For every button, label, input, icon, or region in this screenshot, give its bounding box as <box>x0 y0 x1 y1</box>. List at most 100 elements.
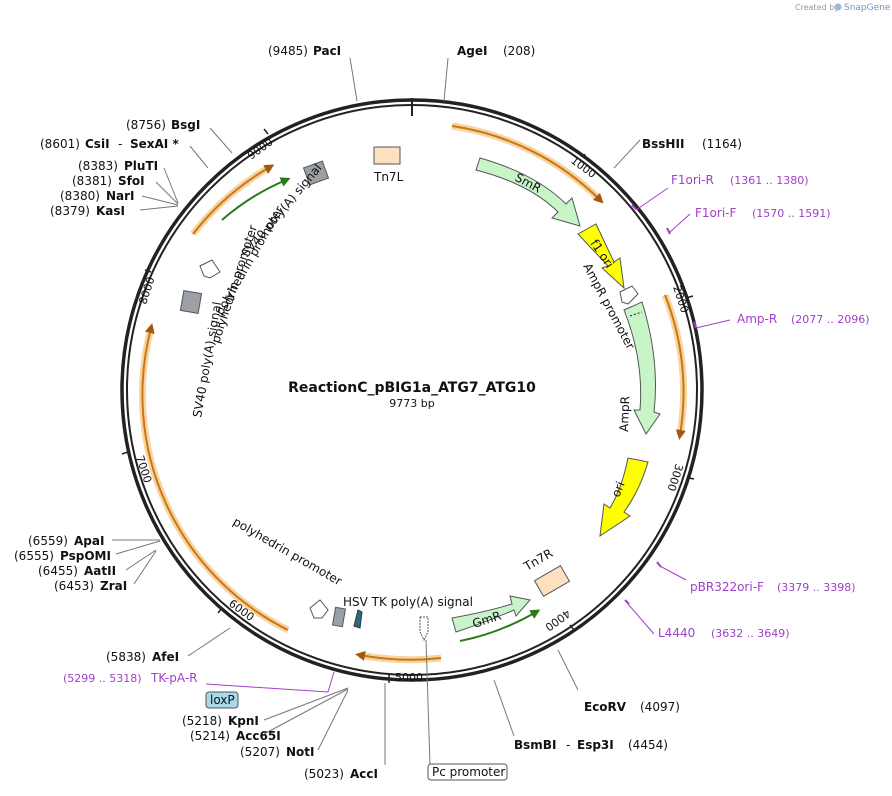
site-ecorv-pos: (4097) <box>640 700 680 714</box>
polh-top-label: polyhedrin promoter <box>212 204 286 318</box>
primer-f1ori-f: F1ori-F (1570 .. 1591) <box>695 206 831 220</box>
site-aatii-pos: (6455) <box>38 564 78 578</box>
primer-f1ori-r: F1ori-R (1361 .. 1380) <box>671 173 809 187</box>
ori-arrow <box>599 457 649 538</box>
site-agei-name: AgeI <box>457 44 487 58</box>
loxp-box <box>205 691 239 709</box>
smr-arrow <box>475 157 581 227</box>
polh-bottom-arrow <box>309 599 329 619</box>
primer-l4440-range: (3632 .. 3649) <box>711 627 790 640</box>
orf-7 <box>459 609 541 642</box>
primer-amp-r: Amp-R (2077 .. 2096) <box>737 312 870 326</box>
site-zrai-name: ZraI <box>100 579 127 593</box>
site-pspomi-name: PspOMI <box>60 549 111 563</box>
snapgene-credit: Created by SnapGene <box>795 3 891 13</box>
site-pspomi-pos: (6555) <box>14 549 54 563</box>
site-zrai-pos: (6453) <box>54 579 94 593</box>
site-csii-sep: - <box>118 137 122 151</box>
primer-f1ori-f-range: (1570 .. 1591) <box>752 207 831 220</box>
site-acci-pos: (5023) <box>304 767 344 781</box>
site-csii-pos: (8601) <box>40 137 80 151</box>
site-apai-name: ApaI <box>74 534 104 548</box>
site-nari-name: NarI <box>106 189 135 203</box>
site-acc65i-pos: (5214) <box>190 729 230 743</box>
polh-bottom-label: polyhedrin promoter <box>231 514 345 588</box>
tn7r-label: Tn7R <box>521 546 556 574</box>
svg-text:3000: 3000 <box>664 462 685 493</box>
pc-promoter-label: Pc promoter <box>432 765 505 779</box>
tn7l-label: Tn7L <box>373 170 404 184</box>
site-kasi-pos: (8379) <box>50 204 90 218</box>
primer-tk-pa-r-range: (5299 .. 5318) <box>63 672 142 685</box>
tn7l-box <box>373 146 401 165</box>
site-zrai: (6453) ZraI <box>54 579 127 593</box>
sv40-bottom-box <box>331 606 347 628</box>
site-sfoi-name: SfoI <box>118 174 145 188</box>
svg-text:9000: 9000 <box>245 135 275 162</box>
site-acci-name: AccI <box>350 767 378 781</box>
primer-pbr322ori-f-range: (3379 .. 3398) <box>777 581 856 594</box>
site-aatii-name: AatII <box>84 564 116 578</box>
feature-ampr: AmpR <box>617 301 661 435</box>
feature-pc-promoter: Pc promoter <box>425 639 508 781</box>
primer-l4440: L4440 (3632 .. 3649) <box>658 626 790 640</box>
primer-pbr322ori-f-name: pBR322ori-F <box>690 580 764 594</box>
site-afei-pos: (5838) <box>106 650 146 664</box>
ori-label: ori <box>609 479 628 499</box>
hsv-bottom-marker <box>353 609 363 629</box>
site-kasi-name: KasI <box>96 204 125 218</box>
primer-leaders <box>205 187 731 693</box>
primer-tk-pa-r: (5299 .. 5318) TK-pA-R <box>63 671 198 685</box>
orf-1 <box>451 125 604 204</box>
svg-text:8000: 8000 <box>136 275 157 306</box>
credit-prefix: Created by <box>795 3 839 12</box>
site-bsmbi-name: BsmBI <box>514 738 556 752</box>
site-afei: (5838) AfeI <box>106 650 179 664</box>
site-leaders <box>112 57 641 765</box>
site-kpni: (5218) KpnI <box>182 714 259 728</box>
site-pluti: (8383) PluTI <box>78 159 158 173</box>
ampr-arrow <box>623 301 661 435</box>
site-sexai-name: SexAI * <box>130 137 179 151</box>
orf-2-glow <box>661 293 688 436</box>
site-paci-name: PacI <box>313 44 341 58</box>
site-agei: AgeI (208) <box>457 44 535 58</box>
site-bsmbi: BsmBI - Esp3I (4454) <box>514 738 668 752</box>
site-nari: (8380) NarI <box>60 189 135 203</box>
primer-f1ori-f-name: F1ori-F <box>695 206 736 220</box>
feature-ori: ori <box>599 457 649 538</box>
loxp-label: loxP <box>210 693 235 707</box>
site-apai-pos: (6559) <box>28 534 68 548</box>
site-kpni-pos: (5218) <box>182 714 222 728</box>
primer-amp-r-range: (2077 .. 2096) <box>791 313 870 326</box>
site-kasi: (8379) KasI <box>50 204 125 218</box>
orf-5-glow <box>190 163 272 237</box>
site-sfoi: (8381) SfoI <box>72 174 145 188</box>
site-bsgi-name: BsgI <box>171 118 200 132</box>
smr-label: SmR <box>513 170 544 195</box>
site-bsgi-pos: (8756) <box>126 118 166 132</box>
site-noti: (5207) NotI <box>240 745 315 759</box>
hsv-tk-marker <box>419 616 429 642</box>
site-ecorv: EcoRV (4097) <box>584 700 680 714</box>
site-noti-name: NotI <box>286 745 315 759</box>
tick-5000: 5000 <box>388 671 423 684</box>
plasmid-name: ReactionC_pBIG1a_ATG7_ATG10 <box>288 380 536 396</box>
tick-9000: 9000 <box>245 128 275 162</box>
orf-5 <box>192 164 275 235</box>
feature-loxp: loxP <box>205 691 239 709</box>
primer-f1ori-r-range: (1361 .. 1380) <box>730 174 809 187</box>
site-paci-pos: (9485) <box>268 44 308 58</box>
site-pspomi: (6555) PspOMI <box>14 549 111 563</box>
feature-polh-top: polyhedrin promoter <box>199 204 286 318</box>
tn7r-box <box>533 565 571 597</box>
tick-3000: 3000 <box>664 462 695 493</box>
primer-tk-pa-r-name: TK-pA-R <box>150 671 198 685</box>
gmr-arrow <box>451 595 531 633</box>
site-csii: (8601) CsiI - SexAI * <box>40 137 179 151</box>
sv40-left-box <box>179 290 203 314</box>
svg-text:4000: 4000 <box>543 607 573 634</box>
feature-tn7l: Tn7L <box>373 146 404 184</box>
feature-tn7r: Tn7R <box>521 546 571 597</box>
